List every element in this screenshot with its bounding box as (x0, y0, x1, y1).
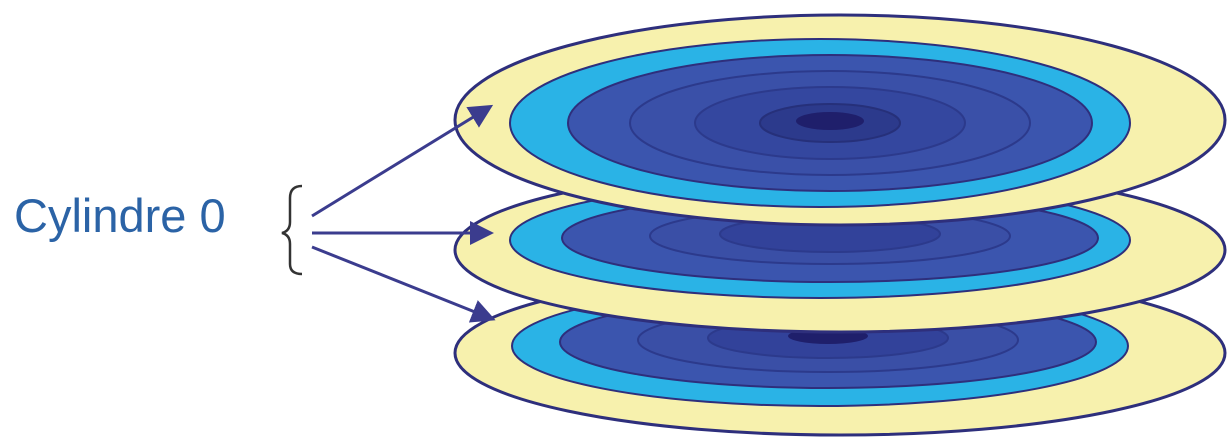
arrow-to-top-platter (312, 108, 488, 216)
curly-brace (282, 186, 302, 274)
platter-top (455, 15, 1225, 225)
cylinder-label: Cylindre 0 (14, 188, 226, 244)
